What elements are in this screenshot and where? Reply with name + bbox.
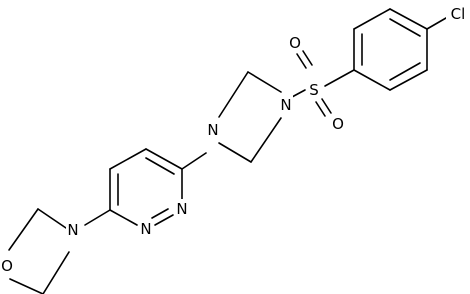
bond [302, 50, 313, 66]
bond [321, 98, 332, 114]
bond [181, 152, 207, 170]
bond [37, 208, 67, 229]
pyridazine-nitrogen-1-label: N [176, 200, 187, 218]
bond [154, 214, 174, 226]
bond [389, 62, 421, 81]
bond [389, 8, 428, 30]
morpholine-oxygen-label: O [1, 257, 13, 275]
bond [9, 278, 44, 294]
bond-lines [8, 8, 447, 294]
bond [145, 157, 175, 175]
bond [389, 18, 421, 37]
sulfur-label: S [309, 81, 319, 99]
bond [315, 101, 326, 117]
sulfonyl-oxygen-top-label: O [289, 34, 301, 52]
bond [151, 208, 169, 219]
atom-labels: Cl S O O N N N N N O [0, 4, 470, 276]
piperazine-nitrogen-sulfonyl-label: N [280, 96, 291, 114]
bond [426, 17, 447, 30]
bond [218, 71, 249, 118]
bond [324, 69, 355, 87]
bond [84, 209, 111, 226]
bond [250, 117, 282, 163]
bond [353, 8, 391, 30]
bond [42, 251, 70, 294]
bond [8, 208, 39, 251]
morpholine-nitrogen-label: N [67, 221, 78, 239]
bond [218, 142, 252, 163]
bond [353, 69, 391, 91]
chlorine-label: Cl [451, 5, 466, 23]
piperazine-nitrogen-aryl-label: N [207, 121, 218, 139]
bond [145, 148, 183, 170]
sulfonyl-oxygen-bottom-label: O [332, 115, 344, 133]
bond [247, 71, 282, 93]
bond [291, 89, 306, 98]
bond [296, 53, 307, 69]
pyridazine-nitrogen-2-label: N [140, 220, 151, 238]
bond [389, 69, 428, 91]
bond [109, 209, 138, 226]
bond [109, 148, 147, 170]
